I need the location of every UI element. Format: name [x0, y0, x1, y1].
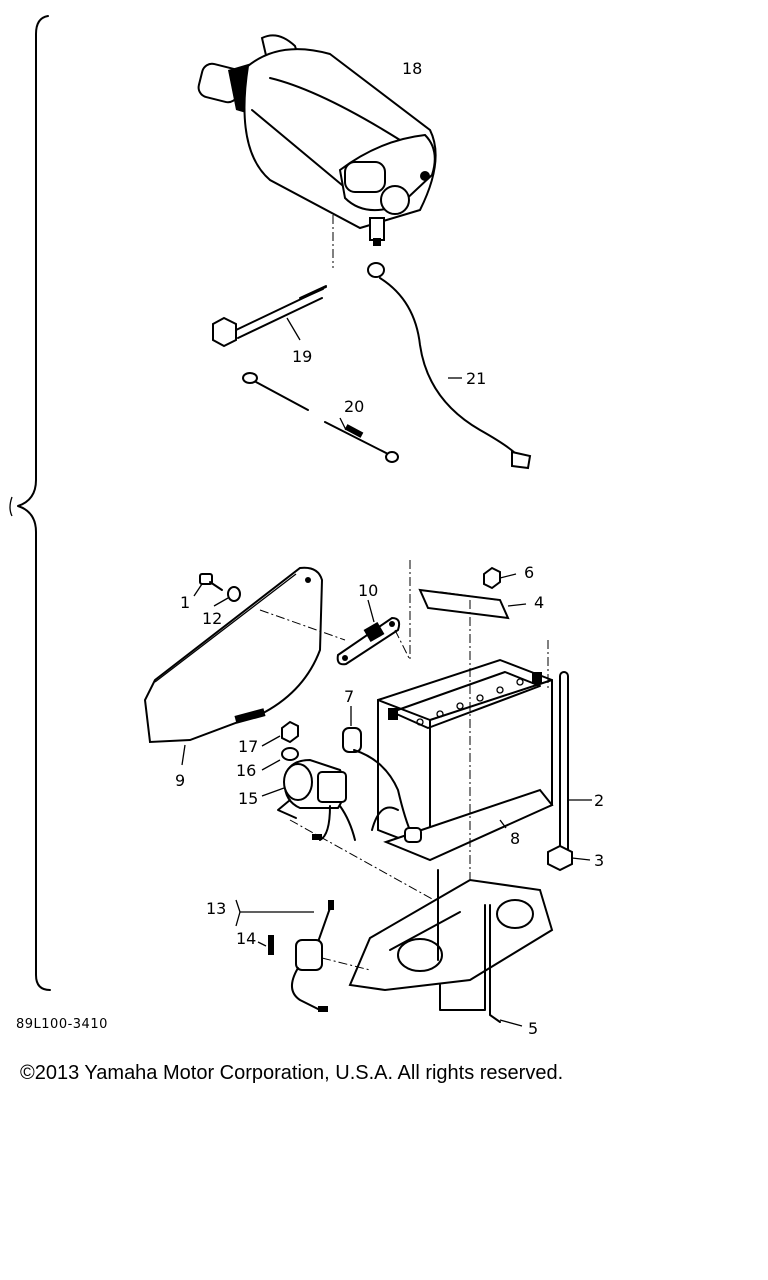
label-17: 17: [238, 737, 258, 756]
label-3: 3: [594, 851, 604, 870]
label-8: 8: [510, 829, 520, 848]
temperature-switch: [235, 899, 371, 1012]
label-7: 7: [344, 687, 354, 706]
label-20: 20: [344, 397, 364, 416]
exploded-parts-diagram: 18 19 20 21 1 12 10 6 4 7 2 17 16 15 9 8…: [9, 15, 604, 1038]
bolt: [212, 215, 334, 348]
label-6: 6: [524, 563, 534, 582]
relay-and-hardware: [261, 720, 471, 921]
assembly-brace: [9, 15, 51, 991]
label-10: 10: [358, 581, 378, 600]
label-1: 1: [180, 593, 190, 612]
label-15: 15: [238, 789, 258, 808]
battery: [377, 600, 554, 980]
starter-motor: [197, 34, 437, 246]
label-19: 19: [292, 347, 312, 366]
label-14: 14: [236, 929, 256, 948]
small-bolt-and-washer: [193, 573, 241, 607]
hold-down-rod: [547, 671, 592, 872]
battery-cable: [342, 706, 422, 843]
label-21: 21: [466, 369, 486, 388]
copyright-notice: ©2013 Yamaha Motor Corporation, U.S.A. A…: [20, 1062, 564, 1084]
wire-lead: [242, 372, 399, 463]
label-16: 16: [236, 761, 256, 780]
cover-panel: [143, 566, 346, 766]
label-9: 9: [175, 771, 185, 790]
part-number-labels: 18 19 20 21 1 12 10 6 4 7 2 17 16 15 9 8…: [175, 59, 604, 1038]
cable: [367, 262, 532, 470]
drawing-code: 89L100-3410: [16, 1017, 108, 1032]
label-13: 13: [206, 899, 226, 918]
battery-bracket: [336, 599, 411, 666]
battery-tray: [348, 869, 554, 1027]
label-12: 12: [202, 609, 222, 628]
label-4: 4: [534, 593, 544, 612]
label-2: 2: [594, 791, 604, 810]
label-5: 5: [528, 1019, 538, 1038]
plate-and-nut: [409, 560, 527, 660]
label-18: 18: [402, 59, 422, 78]
